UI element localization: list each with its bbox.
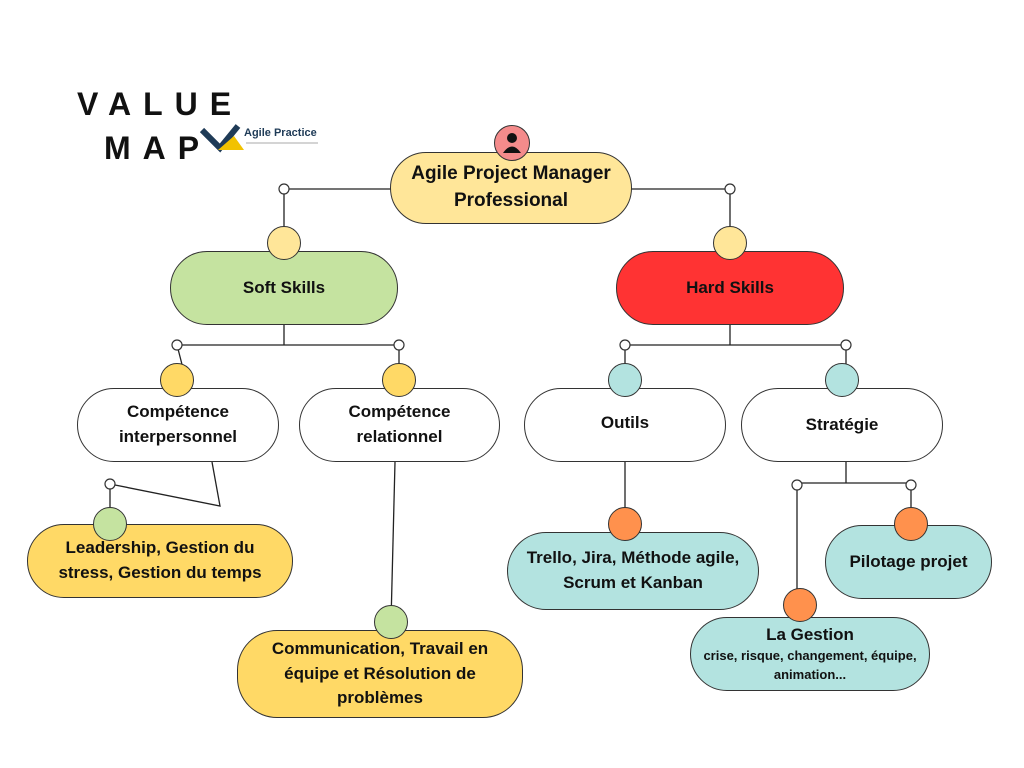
connector-dot [894,507,928,541]
node-hard-skills: Hard Skills [616,251,844,325]
node-interpersonnel: Compétence interpersonnel [77,388,279,462]
connector-dot [267,226,301,260]
node-gestion-detail: crise, risque, changement, équipe, anima… [703,648,917,683]
node-strategie: Stratégie [741,388,943,462]
connector-dot [93,507,127,541]
node-trello: Trello, Jira, Méthode agile, Scrum et Ka… [507,532,759,610]
connector-dot [608,507,642,541]
node-hard-label: Hard Skills [686,277,774,297]
connector-dot [160,363,194,397]
connector-dot [783,588,817,622]
node-relationnel: Compétence relationnel [299,388,500,462]
node-gestion-title: La Gestion [766,624,854,644]
title-value: VALUE [77,86,244,122]
node-root-label: Agile Project Manager Professional [411,163,611,211]
node-trello-label: Trello, Jira, Méthode agile, Scrum et Ka… [526,548,740,592]
node-outils: Outils [524,388,726,462]
node-soft-skills: Soft Skills [170,251,398,325]
node-leadership: Leadership, Gestion du stress, Gestion d… [27,524,293,598]
node-leadership-label: Leadership, Gestion du stress, Gestion d… [58,538,262,582]
connector-dot [713,226,747,260]
node-communication: Communication, Travail en équipe et Réso… [237,630,523,718]
svg-text:Agile Practice: Agile Practice [244,127,317,139]
node-pilotage-label: Pilotage projet [849,551,968,571]
node-strategie-label: Stratégie [805,414,879,434]
node-outils-label: Outils [600,413,650,432]
connector-dot [382,363,416,397]
connector-dot [825,363,859,397]
agile-practice-logo: Agile Practice [199,118,325,154]
node-interpersonnel-label: Compétence interpersonnel [118,402,238,446]
node-root: Agile Project Manager Professional [390,152,632,224]
connector-dot [374,605,408,639]
node-relationnel-label: Compétence relationnel [348,402,451,446]
node-communication-label: Communication, Travail en équipe et Réso… [271,639,489,708]
connector-dot [608,363,642,397]
node-soft-label: Soft Skills [242,277,326,297]
person-icon [494,125,530,161]
node-gestion: La Gestion crise, risque, changement, équ… [690,617,930,691]
title-map: MAP [104,130,212,166]
